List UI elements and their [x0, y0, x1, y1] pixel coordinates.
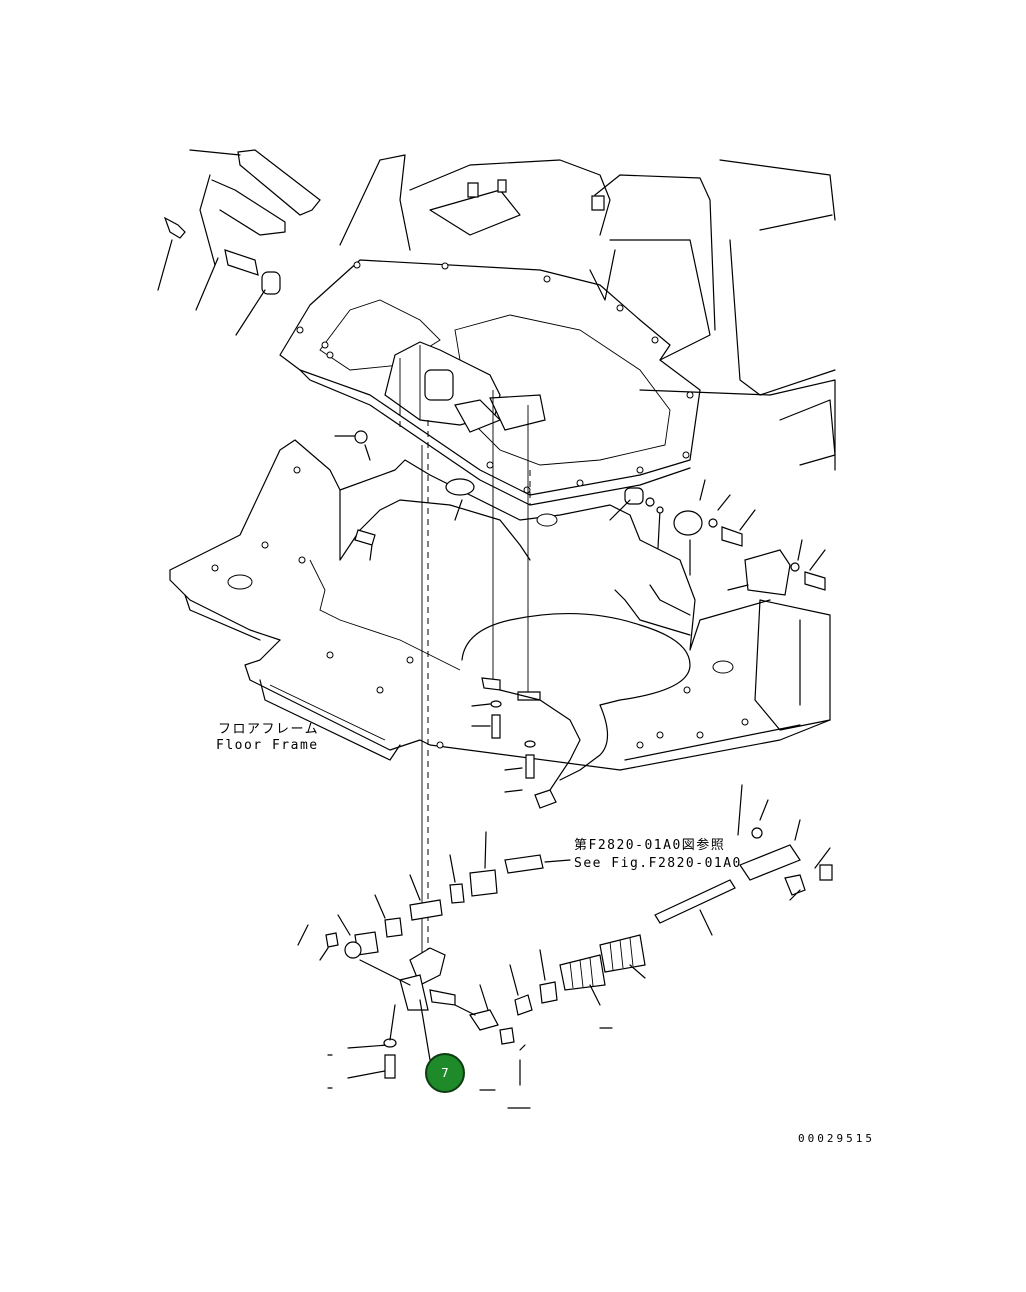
floor-frame-label-en: Floor Frame [216, 738, 319, 753]
cable-assembly [472, 678, 580, 808]
part-callout-badge[interactable]: 7 [425, 1053, 465, 1093]
see-figure-reference-jp: 第F2820-01A0図参照 [574, 838, 726, 853]
upper-cover-plate [280, 260, 700, 505]
pedal-assembly [158, 150, 320, 335]
drawing-number: 00029515 [798, 1132, 875, 1145]
part-callout-number: 7 [441, 1066, 449, 1080]
right-hardware [335, 431, 825, 595]
see-figure-reference-en: See Fig.F2820-01A0 [574, 856, 742, 871]
alignment-lines [400, 390, 530, 960]
pedal-bracket [385, 342, 545, 432]
floor-frame [170, 440, 770, 780]
machine-frame [340, 155, 835, 770]
floor-frame-label-jp: フロアフレーム [218, 722, 320, 737]
lower-linkage [298, 785, 832, 1108]
